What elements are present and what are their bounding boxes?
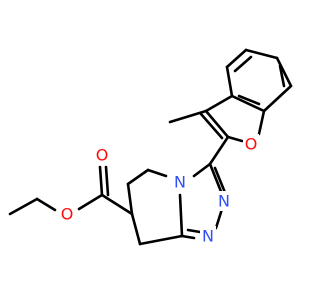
atom-n-triazole-lower: N xyxy=(200,226,216,246)
bond xyxy=(208,135,230,166)
atom-label-layer: O O O N N N xyxy=(59,134,259,246)
atom-label: N xyxy=(218,192,230,211)
bond xyxy=(192,162,212,178)
bond xyxy=(208,162,224,196)
bond xyxy=(138,234,184,246)
atom-n-triazole-upper: N xyxy=(216,191,232,211)
bond xyxy=(186,228,202,234)
atom-label: O xyxy=(96,146,109,165)
bond xyxy=(126,168,150,186)
atom-o-carbonyl: O xyxy=(94,145,110,165)
bond xyxy=(230,94,266,113)
bond xyxy=(126,182,134,216)
bond xyxy=(8,197,39,216)
bond xyxy=(278,64,286,88)
bond xyxy=(214,207,224,230)
atom-label: N xyxy=(174,173,186,192)
bond xyxy=(178,193,184,238)
bond xyxy=(225,65,234,98)
bond-layer xyxy=(8,48,293,246)
structure-canvas: O O O N N N xyxy=(8,48,293,246)
bond xyxy=(275,56,293,88)
bond xyxy=(225,48,248,69)
molecule-structure: O O O N N N xyxy=(8,48,293,246)
atom-label: N xyxy=(202,227,214,246)
atom-o-ester: O xyxy=(59,204,75,224)
bond xyxy=(104,165,110,197)
bond xyxy=(35,197,57,212)
bond xyxy=(233,55,253,73)
bond xyxy=(100,193,134,216)
bond xyxy=(226,135,244,143)
bond xyxy=(199,112,224,140)
bond xyxy=(213,166,228,197)
bond xyxy=(130,212,142,246)
bond xyxy=(77,193,104,211)
bond xyxy=(180,234,196,240)
bond xyxy=(146,168,168,178)
bond xyxy=(237,94,261,106)
bond xyxy=(244,48,279,60)
bond xyxy=(98,165,104,197)
atom-n-ring: N xyxy=(172,172,188,192)
bond xyxy=(257,109,266,136)
atom-label: O xyxy=(61,205,74,224)
bond xyxy=(168,109,208,124)
bond xyxy=(204,109,230,139)
bond xyxy=(204,94,234,113)
bond xyxy=(262,84,293,113)
atom-o-furan: O xyxy=(243,134,259,154)
atom-label: O xyxy=(245,135,258,154)
